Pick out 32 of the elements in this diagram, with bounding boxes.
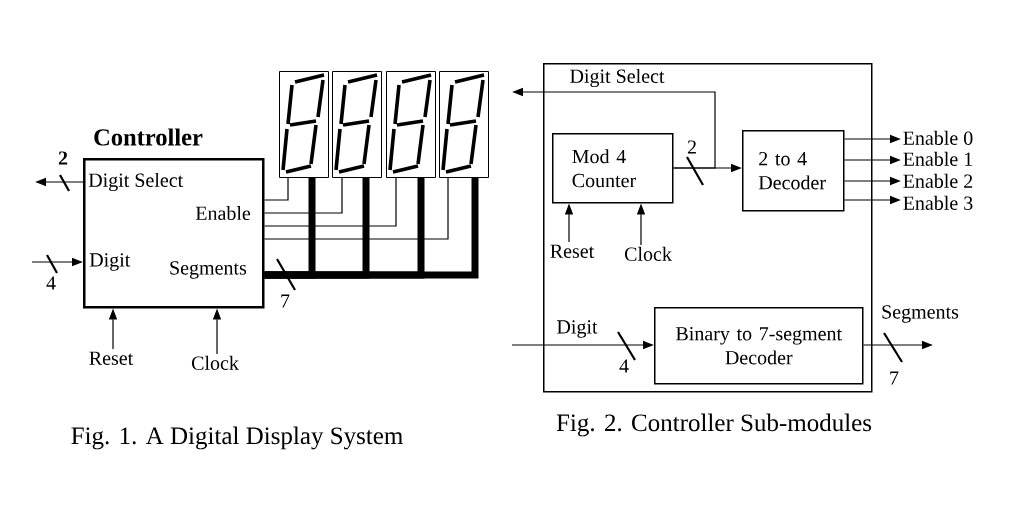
edge-label: Digit <box>555 319 599 339</box>
port-label: Segments <box>170 261 247 279</box>
signal-label: Clock <box>191 355 239 370</box>
block-title: Controller <box>94 128 203 146</box>
signal-line <box>263 177 449 240</box>
port-label: Digit Select <box>88 172 184 192</box>
signal-line <box>263 177 343 214</box>
signal-label: Reset <box>550 244 595 258</box>
signal-label: Enable 3 <box>903 195 973 210</box>
signal-line <box>263 177 289 201</box>
signal-label: Enable 2 <box>903 173 973 188</box>
bus-width-label: 4 <box>619 359 629 373</box>
bus-width-label: 7 <box>890 371 899 385</box>
edge-label: 4 <box>45 275 57 291</box>
signal-label: Clock <box>624 246 672 261</box>
signal-label: Enable 1 <box>903 151 973 166</box>
module-box: Mod 4 Counter <box>552 133 674 204</box>
edge-label: 7 <box>279 293 291 309</box>
port-label: Digit <box>89 253 131 271</box>
port-label: Enable <box>195 205 251 220</box>
edge-label: 2 <box>686 139 698 155</box>
signal-line <box>263 177 397 227</box>
figure-caption: Fig. 1. A Digital Display System <box>71 426 403 450</box>
edge-label: Digit Select <box>568 67 666 89</box>
module-box <box>543 63 873 393</box>
edge-label: Segments <box>880 304 960 324</box>
edge-label: 2 <box>57 150 69 166</box>
signal-label: Enable 0 <box>903 130 973 145</box>
module-box: Binary to 7-segment Decoder <box>654 307 864 385</box>
signal-label: Reset <box>89 351 134 365</box>
module-box: 2 to 4 Decoder <box>742 130 845 212</box>
figure-caption: Fig. 2. Controller Sub-modules <box>556 413 872 437</box>
